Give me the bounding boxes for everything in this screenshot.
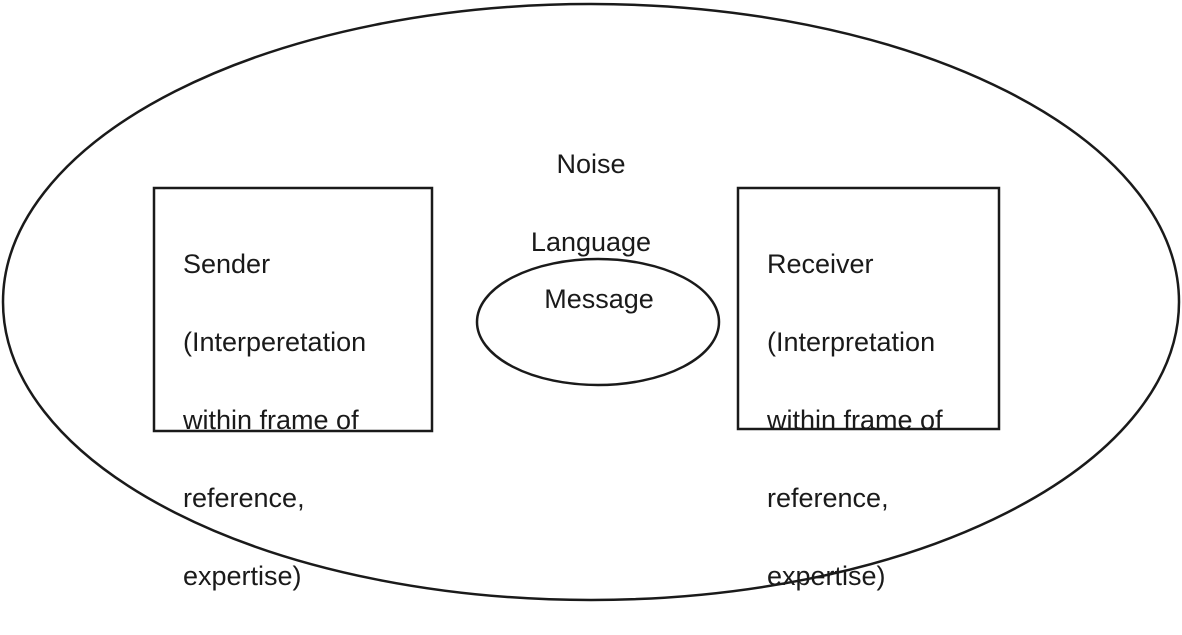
sender-line: (Interperetation [183, 327, 367, 357]
sender-text: Sender (Interperetation within frame of … [183, 206, 423, 635]
receiver-title: Receiver [767, 249, 874, 279]
communication-diagram [1, 2, 1181, 602]
receiver-text: Receiver (Interpretation within frame of… [767, 206, 993, 635]
receiver-line: within frame of [767, 405, 943, 435]
sender-line: within frame of [183, 405, 359, 435]
message-ellipse [475, 257, 721, 387]
language-label: Language [530, 227, 652, 257]
environment-ellipse [1, 2, 1181, 602]
sender-box [152, 186, 434, 433]
sender-line: reference, [183, 483, 305, 513]
receiver-line: (Interpretation [767, 327, 936, 357]
receiver-box [736, 186, 1001, 431]
sender-line: expertise) [183, 561, 302, 591]
sender-title: Sender [183, 249, 271, 279]
noise-label: Noise [556, 149, 626, 179]
receiver-line: reference, [767, 483, 889, 513]
receiver-line: expertise) [767, 561, 886, 591]
message-label: Message [544, 284, 654, 314]
environment-labels: Noise Language [441, 106, 741, 301]
